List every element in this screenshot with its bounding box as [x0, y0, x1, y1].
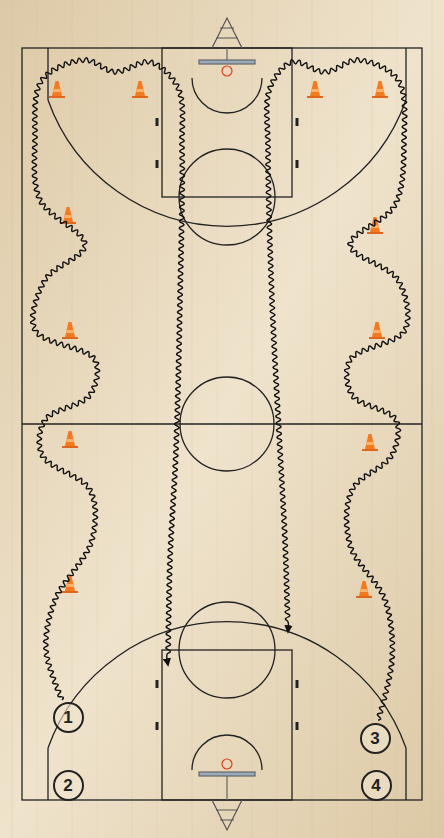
dribble-path [264, 58, 410, 720]
dribble-path [31, 58, 185, 700]
player-circle: 2 [53, 770, 84, 801]
player-number: 4 [371, 777, 380, 794]
player-circle: 4 [361, 770, 392, 801]
player-number: 3 [370, 730, 379, 747]
player-number: 1 [63, 709, 72, 726]
player-circle: 1 [53, 702, 84, 733]
player-number: 2 [63, 777, 72, 794]
player-circle: 3 [360, 723, 391, 754]
